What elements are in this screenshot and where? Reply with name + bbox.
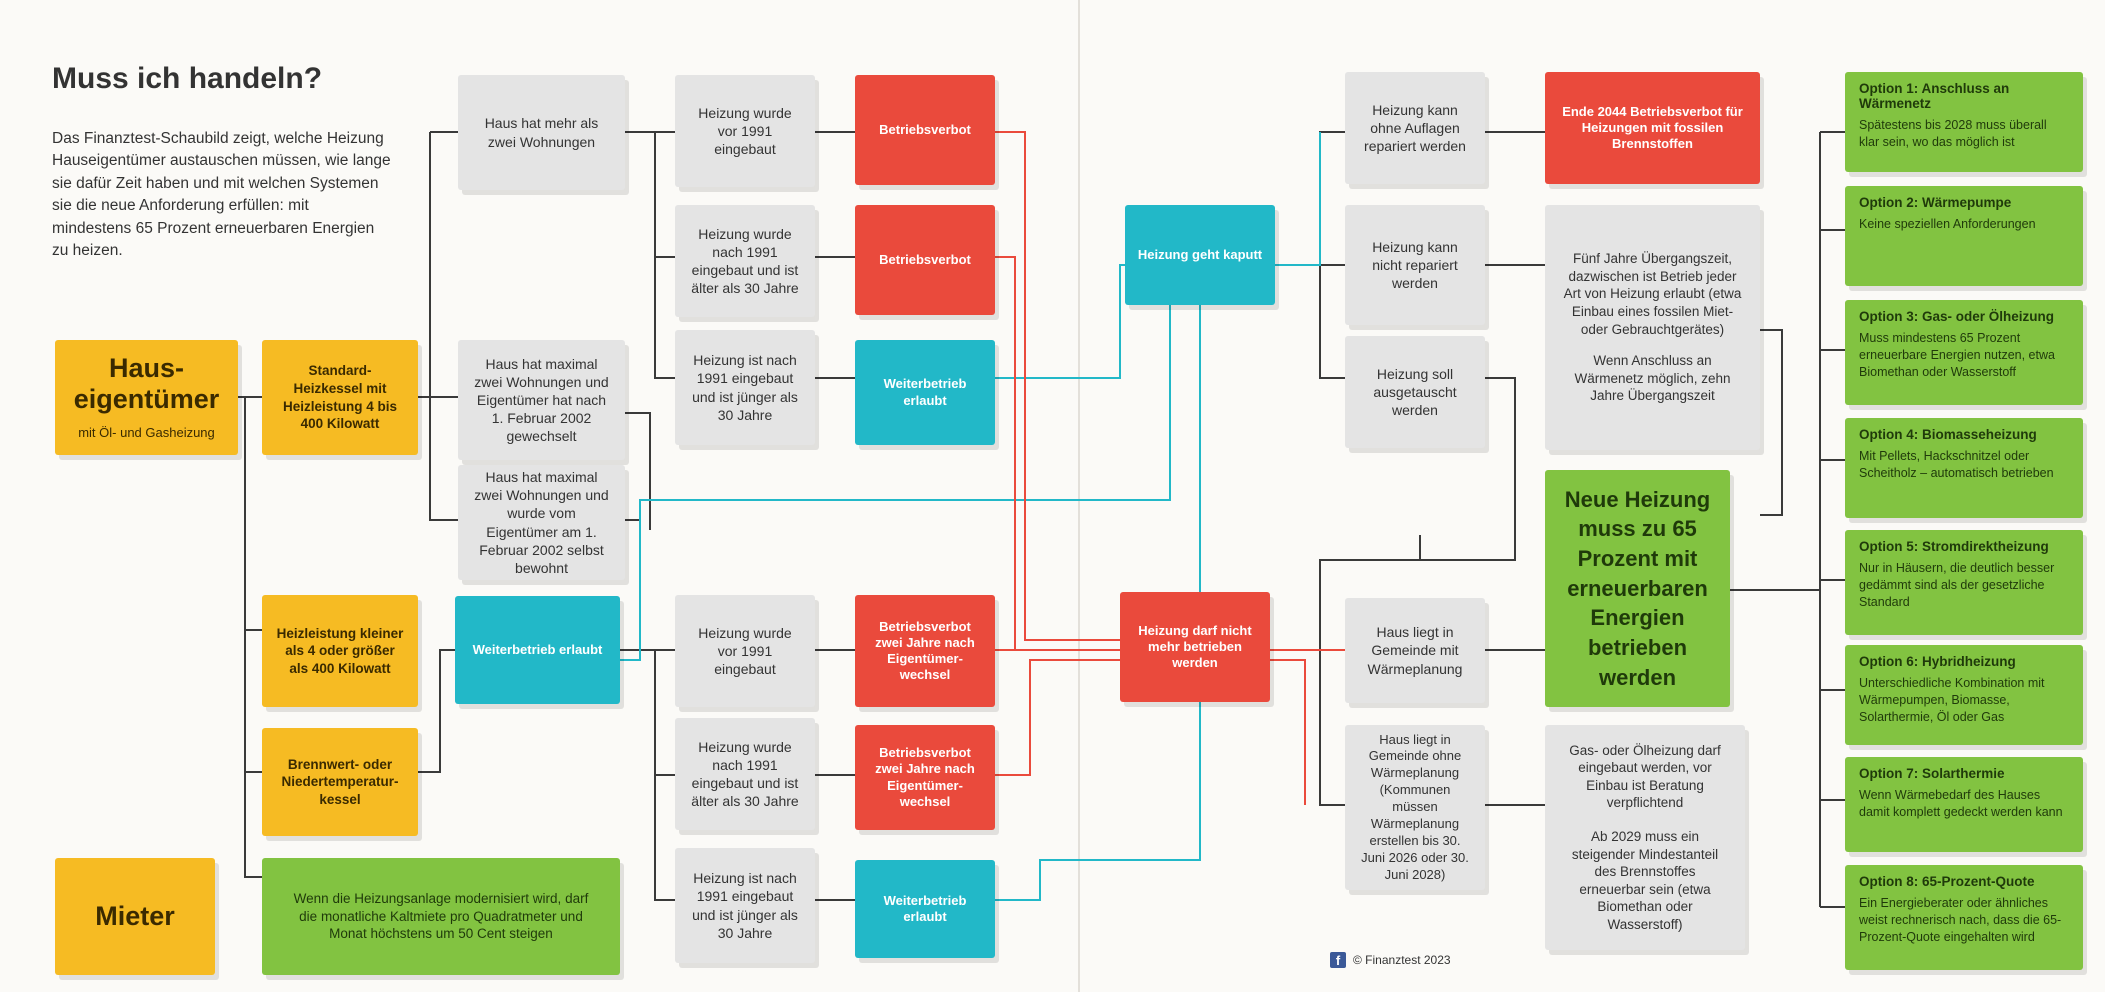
gas-oil-allowed-text: Gas- oder Ölheizung darf eingebaut werde… xyxy=(1569,742,1721,811)
result-continue-bottom: Weiterbetrieb erlaubt xyxy=(855,860,995,958)
age-bottom-before-1991: Heizung wurde vor 1991 eingebaut xyxy=(675,595,815,707)
house-max-two-owned: Haus hat maximal zwei Wohnungen und wurd… xyxy=(458,465,625,580)
option-2: Option 2: Wärmepumpe Keine speziellen An… xyxy=(1845,186,2083,286)
option-title: Option 1: Anschluss an Wärmenetz xyxy=(1859,81,2010,111)
footer: f © Finanztest 2023 xyxy=(1330,952,1451,968)
owner-title: Haus-eigentümer xyxy=(73,353,220,415)
result-ban-change-2: Betriebsverbot zwei Jahre nach Eigentüme… xyxy=(855,725,995,830)
option-7: Option 7: Solarthermie Wenn Wärmebedarf … xyxy=(1845,757,2083,852)
house-max-two-changed: Haus hat maximal zwei Wohnungen und Eige… xyxy=(458,340,625,460)
connector xyxy=(429,132,458,521)
facebook-icon[interactable]: f xyxy=(1330,952,1346,968)
new-heating-text: Neue Heizung muss zu 65 Prozent mit erne… xyxy=(1564,486,1711,690)
option-1: Option 1: Anschluss an Wärmenetz Spätest… xyxy=(1845,72,2083,172)
page-title: Muss ich handeln? xyxy=(52,62,323,95)
town-without-plan: Haus liegt in Gemeinde ohne Wärmeplanung… xyxy=(1345,725,1485,890)
age-bottom-older-30: Heizung wurde nach 1991 eingebaut und is… xyxy=(675,718,815,830)
option-text: Spätestens bis 2028 muss überall klar se… xyxy=(1859,118,2047,149)
connector xyxy=(995,256,1120,651)
connector xyxy=(1319,650,1345,806)
option-title: Option 8: 65-Prozent-Quote xyxy=(1859,874,2035,889)
connector xyxy=(620,300,1171,661)
option-text: Ein Energieberater oder ähnliches weist … xyxy=(1859,896,2062,944)
page-fold xyxy=(1078,0,1080,992)
option-title: Option 7: Solarthermie xyxy=(1859,766,2005,781)
result-ban-change-1: Betriebsverbot zwei Jahre nach Eigentüme… xyxy=(855,595,995,707)
boiler-standard: Standard-Heizkessel mit Heizleistung 4 b… xyxy=(262,340,418,455)
town-with-plan: Haus liegt in Gemeinde mit Wärmeplanung xyxy=(1345,598,1485,703)
age-bottom-younger-30: Heizung ist nach 1991 eingebaut und ist … xyxy=(675,848,815,963)
footer-copyright: © Finanztest 2023 xyxy=(1353,953,1451,967)
option-title: Option 2: Wärmepumpe xyxy=(1859,195,2012,210)
result-ban-2: Betriebsverbot xyxy=(855,205,995,315)
connector xyxy=(1295,132,1321,266)
option-text: Keine speziellen Anforderungen xyxy=(1859,217,2036,231)
end-2044-ban: Ende 2044 Betriebsverbot für Heizungen m… xyxy=(1545,72,1760,184)
gas-oil-allowed: Gas- oder Ölheizung darf eingebaut werde… xyxy=(1545,725,1745,950)
age-top-older-30: Heizung wurde nach 1991 eingebaut und is… xyxy=(675,205,815,317)
connector xyxy=(625,519,641,620)
result-continue-top: Weiterbetrieb erlaubt xyxy=(855,340,995,445)
owner-subtitle: mit Öl- und Gasheizung xyxy=(78,425,215,441)
option-5: Option 5: Stromdirektheizung Nur in Häus… xyxy=(1845,530,2083,635)
option-text: Muss mindestens 65 Prozent erneuerbare E… xyxy=(1859,331,2055,379)
option-title: Option 5: Stromdirektheizung xyxy=(1859,539,2049,554)
result-ban-1: Betriebsverbot xyxy=(855,75,995,185)
repair-allowed: Heizung kann ohne Auflagen repariert wer… xyxy=(1345,72,1485,184)
connector xyxy=(995,131,1120,641)
no-repair: Heizung kann nicht repariert werden xyxy=(1345,205,1485,325)
boiler-condensing: Brennwert- oder Niedertemperatur-kessel xyxy=(262,728,418,836)
connector xyxy=(625,131,675,379)
connector xyxy=(625,412,651,530)
tenant-box: Mieter xyxy=(55,858,215,975)
option-text: Nur in Häusern, die deutlich besser gedä… xyxy=(1859,561,2055,609)
transition-heat-network-text: Wenn Anschluss an Wärmenetz möglich, zeh… xyxy=(1574,353,1731,404)
transition-period: Fünf Jahre Übergangszeit, dazwischen ist… xyxy=(1545,205,1760,450)
option-3: Option 3: Gas- oder Ölheizung Muss minde… xyxy=(1845,300,2083,405)
intro-text: Das Finanztest-Schaubild zeigt, welche H… xyxy=(52,130,391,260)
connector xyxy=(1319,265,1345,379)
option-title: Option 4: Biomasseheizung xyxy=(1859,427,2037,442)
option-6: Option 6: Hybridheizung Unterschiedliche… xyxy=(1845,645,2083,745)
connector xyxy=(995,659,1120,776)
renewable-share-text: Ab 2029 muss ein steigender Mindestantei… xyxy=(1571,828,1719,932)
connector xyxy=(418,649,455,773)
boiler-small-large: Heizleistung kleiner als 4 oder größer a… xyxy=(262,595,418,707)
connector xyxy=(1270,659,1306,805)
connector xyxy=(1760,329,1783,516)
replace-heating: Heizung soll ausgetauscht werden xyxy=(1345,336,1485,448)
option-text: Wenn Wärmebedarf des Hauses damit komple… xyxy=(1859,788,2063,819)
option-4: Option 4: Biomasseheizung Mit Pellets, H… xyxy=(1845,418,2083,518)
transition-period-text: Fünf Jahre Übergangszeit, dazwischen ist… xyxy=(1563,251,1742,337)
heating-not-allowed: Heizung darf nicht mehr betrieben werden xyxy=(1120,592,1270,702)
new-heating-requirement: Neue Heizung muss zu 65 Prozent mit erne… xyxy=(1545,470,1730,707)
connector xyxy=(244,397,262,878)
house-more-than-two: Haus hat mehr als zwei Wohnungen xyxy=(458,75,625,190)
age-top-before-1991: Heizung wurde vor 1991 eingebaut xyxy=(675,75,815,187)
option-text: Unterschiedliche Kombination mit Wärmepu… xyxy=(1859,676,2045,724)
result-continue-mid: Weiterbetrieb erlaubt xyxy=(455,596,620,704)
age-top-younger-30: Heizung ist nach 1991 eingebaut und ist … xyxy=(675,330,815,445)
option-8: Option 8: 65-Prozent-Quote Ein Energiebe… xyxy=(1845,865,2083,970)
tenant-rule: Wenn die Heizungsanlage modernisiert wir… xyxy=(262,858,620,975)
owner-box: Haus-eigentümer mit Öl- und Gasheizung xyxy=(55,340,238,455)
connector xyxy=(995,264,1125,379)
option-title: Option 3: Gas- oder Ölheizung xyxy=(1859,309,2055,324)
option-title: Option 6: Hybridheizung xyxy=(1859,654,2016,669)
tenant-title: Mieter xyxy=(95,900,175,931)
option-text: Mit Pellets, Hackschnitzel oder Scheitho… xyxy=(1859,449,2054,480)
heating-broken: Heizung geht kaputt xyxy=(1125,205,1275,305)
